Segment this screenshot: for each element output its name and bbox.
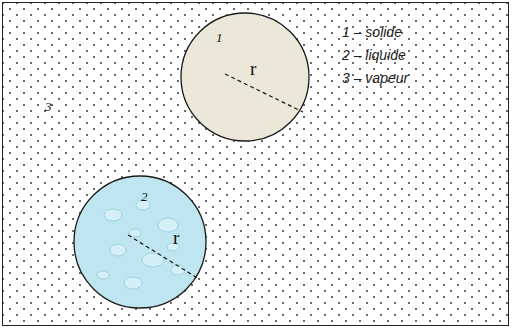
radius-label: r [173, 227, 179, 249]
phase-key: 3 – vapeur [342, 70, 408, 86]
liquid-sphere [73, 175, 207, 309]
solid-sphere [180, 12, 310, 142]
phase-key: 2 – liquide [342, 47, 406, 63]
phase-number: 1 [216, 30, 223, 46]
phase-number: 3 [45, 99, 52, 115]
phase-key: 1 – solide [342, 24, 402, 40]
phase-number: 2 [141, 189, 148, 205]
radius-label: r [250, 58, 256, 80]
liquid-droplet: 2r [73, 175, 207, 309]
solid-particle: 1r [180, 12, 310, 142]
vapour-region: 31r2r [2, 2, 509, 326]
